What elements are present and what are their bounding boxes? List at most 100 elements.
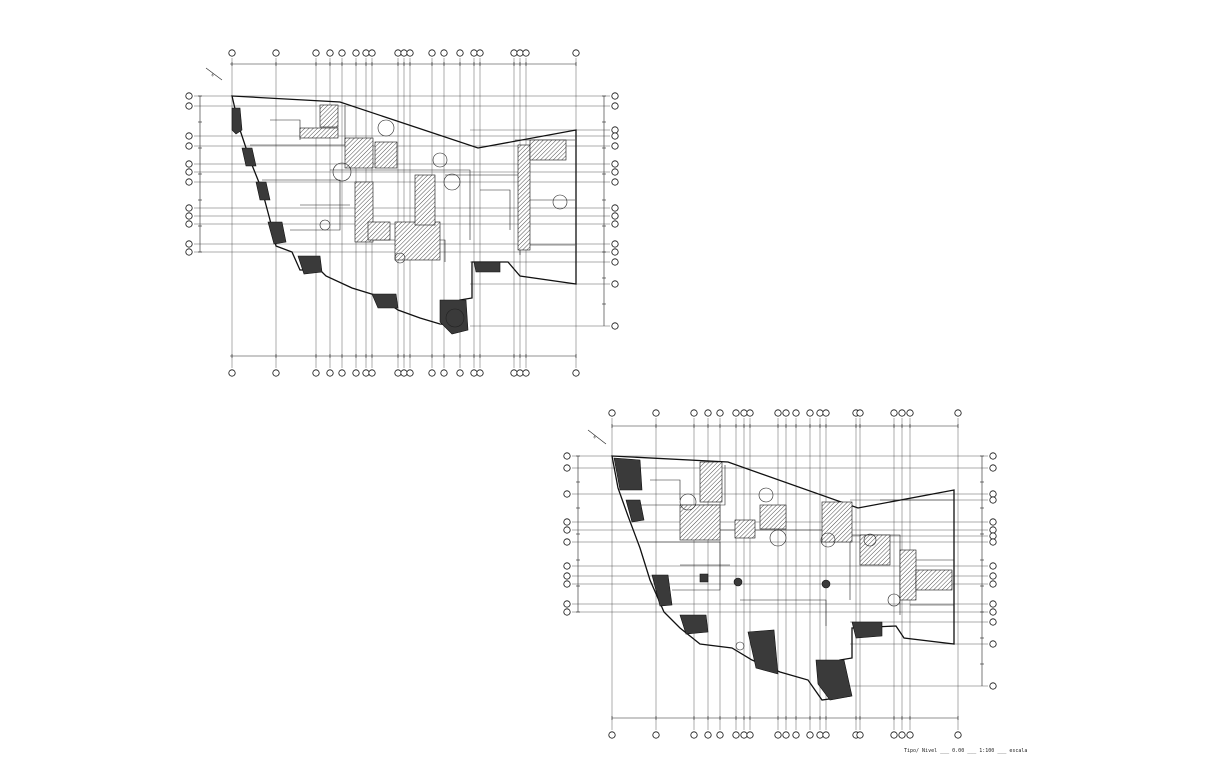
grid-bubble-bottom <box>312 369 320 377</box>
grid-bubble-bottom <box>406 369 414 377</box>
grid-bubble-right <box>989 580 997 588</box>
upper-floor-plan: N <box>185 49 984 665</box>
grid-bubble-bottom <box>572 369 580 377</box>
grid-bubble-top <box>806 409 814 417</box>
grid-bubble-right <box>989 538 997 546</box>
lower-north-arrow: N <box>587 429 607 445</box>
grid-bubble-top <box>352 49 360 57</box>
grid-bubble-left <box>185 204 193 212</box>
grid-bubble-top <box>906 409 914 417</box>
grid-bubble-top <box>740 409 748 417</box>
grid-bubble-left <box>185 212 193 220</box>
grid-bubble-right <box>611 160 619 168</box>
grid-bubble-top <box>954 409 962 417</box>
grid-bubble-left <box>563 600 571 608</box>
grid-bubble-bottom <box>716 731 724 739</box>
grid-bubble-bottom <box>856 731 864 739</box>
grid-bubble-top <box>394 49 402 57</box>
grid-bubble-bottom <box>338 369 346 377</box>
grid-bubble-bottom <box>428 369 436 377</box>
grid-bubble-top <box>440 49 448 57</box>
grid-bubble-left <box>185 92 193 100</box>
upper-north-arrow: N <box>205 67 223 81</box>
grid-bubble-right <box>611 280 619 288</box>
grid-bubble-top <box>470 49 478 57</box>
grid-bubble-right <box>611 132 619 140</box>
grid-bubble-right <box>611 258 619 266</box>
grid-bubble-right <box>611 102 619 110</box>
grid-bubble-right <box>611 240 619 248</box>
upper-dimension-lines <box>199 63 605 357</box>
grid-bubble-right <box>611 168 619 176</box>
lower-vertical-grid <box>608 409 962 739</box>
grid-bubble-bottom <box>440 369 448 377</box>
lower-hatched-areas <box>679 461 953 601</box>
grid-bubble-top <box>792 409 800 417</box>
grid-bubble-bottom <box>608 731 616 739</box>
grid-bubble-top <box>400 49 408 57</box>
grid-bubble-left <box>563 580 571 588</box>
grid-bubble-bottom <box>228 369 236 377</box>
grid-bubble-right <box>611 212 619 220</box>
grid-bubble-left <box>563 452 571 460</box>
grid-bubble-top <box>608 409 616 417</box>
svg-text:N: N <box>592 435 597 440</box>
lower-floor-plan: N <box>563 409 997 739</box>
grid-bubble-top <box>704 409 712 417</box>
grid-bubble-bottom <box>746 731 754 739</box>
svg-text:N: N <box>210 73 215 78</box>
grid-bubble-top <box>428 49 436 57</box>
upper-horizontal-grid <box>185 92 984 665</box>
grid-bubble-right <box>989 496 997 504</box>
grid-bubble-right <box>611 126 619 134</box>
grid-bubble-top <box>652 409 660 417</box>
grid-bubble-right <box>611 322 619 330</box>
grid-bubble-left <box>563 464 571 472</box>
lower-dimension-lines <box>577 425 983 719</box>
grid-bubble-top <box>572 49 580 57</box>
lower-interior-walls <box>628 465 954 626</box>
grid-bubble-bottom <box>522 369 530 377</box>
grid-bubble-right <box>989 490 997 498</box>
grid-bubble-top <box>476 49 484 57</box>
grid-bubble-top <box>272 49 280 57</box>
grid-bubble-right <box>989 618 997 626</box>
grid-bubble-right <box>989 608 997 616</box>
grid-bubble-bottom <box>470 369 478 377</box>
grid-bubble-right <box>611 248 619 256</box>
grid-bubble-bottom <box>806 731 814 739</box>
grid-bubble-left <box>185 220 193 228</box>
grid-bubble-left <box>563 562 571 570</box>
grid-bubble-right <box>989 600 997 608</box>
grid-bubble-bottom <box>456 369 464 377</box>
grid-bubble-left <box>185 168 193 176</box>
grid-bubble-bottom <box>690 731 698 739</box>
grid-bubble-right <box>989 532 997 540</box>
grid-bubble-top <box>774 409 782 417</box>
grid-bubble-right <box>989 452 997 460</box>
grid-bubble-bottom <box>898 731 906 739</box>
grid-bubble-bottom <box>782 731 790 739</box>
grid-bubble-top <box>516 49 524 57</box>
lower-building-outline <box>611 455 955 701</box>
upper-balconies <box>231 107 501 335</box>
grid-bubble-left <box>563 490 571 498</box>
grid-bubble-top <box>362 49 370 57</box>
grid-bubble-top <box>326 49 334 57</box>
grid-bubble-top <box>522 49 530 57</box>
grid-bubble-bottom <box>272 369 280 377</box>
grid-bubble-bottom <box>516 369 524 377</box>
grid-bubble-right <box>989 572 997 580</box>
grid-bubble-right <box>989 518 997 526</box>
grid-bubble-right <box>989 562 997 570</box>
grid-bubble-bottom <box>954 731 962 739</box>
grid-bubble-bottom <box>816 731 824 739</box>
grid-bubble-bottom <box>890 731 898 739</box>
grid-bubble-left <box>563 526 571 534</box>
grid-bubble-top <box>822 409 830 417</box>
grid-bubble-top <box>816 409 824 417</box>
grid-bubble-left <box>185 248 193 256</box>
grid-bubble-right <box>989 526 997 534</box>
grid-bubble-bottom <box>476 369 484 377</box>
